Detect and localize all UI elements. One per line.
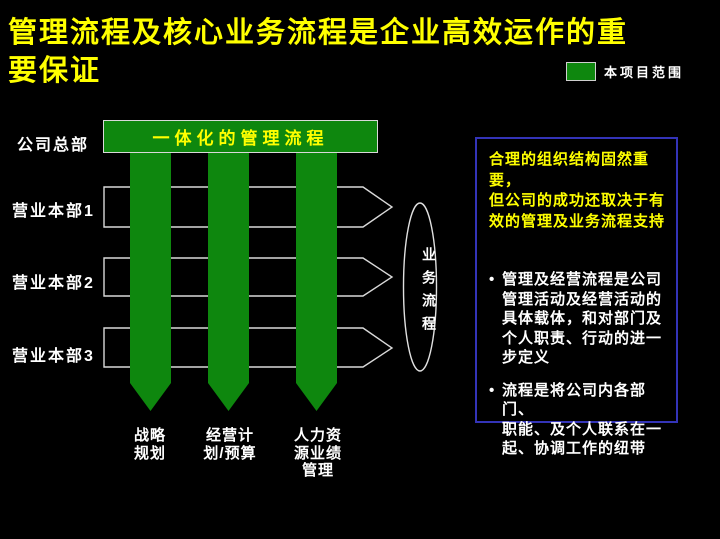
row-label-headquarters: 公司总部 [17, 137, 90, 154]
slide-title: 管理流程及核心业务流程是企业高效运作的重 要保证 [8, 17, 629, 87]
bullet-icon: • [489, 271, 495, 288]
note-box-headline: 合理的组织结构固然重要， 但公司的成功还取决于有 效的管理及业务流程支持 [489, 151, 666, 230]
row-label-division-2: 营业本部2 [12, 275, 95, 292]
note-box-bullet-list: • 管理及经营流程是公司 管理活动及经营活动的 具体载体，和对部门及 个人职责、… [489, 270, 668, 459]
business-process-label: 业务流程 [421, 247, 437, 339]
bullet-text: 管理及经营流程是公司 管理活动及经营活动的 具体载体，和对部门及 个人职责、行动… [502, 271, 663, 366]
business-process-ellipse [402, 202, 438, 372]
strategic-planning-arrow [130, 150, 171, 411]
hr-performance-arrow [296, 150, 337, 411]
business-plan-budget-arrow [208, 150, 249, 411]
column-label-strategic-planning: 战略 规划 [133, 427, 166, 462]
bullet-text: 流程是将公司内各部门、 职能、及个人联系在一 起、协调工作的纽带 [502, 381, 663, 458]
column-label-hr-performance: 人力资 源业绩 管理 [293, 427, 342, 479]
bullet-icon: • [489, 381, 495, 399]
list-item: • 管理及经营流程是公司 管理活动及经营活动的 具体载体，和对部门及 个人职责、… [489, 270, 668, 368]
integrated-management-bar: 一体化的管理流程 [103, 120, 378, 153]
note-box: 合理的组织结构固然重要， 但公司的成功还取决于有 效的管理及业务流程支持 • 管… [475, 137, 678, 457]
legend-project-scope: 本项目范围 [566, 62, 684, 81]
legend-green-swatch-icon [566, 62, 596, 81]
list-item: • 流程是将公司内各部门、 职能、及个人联系在一 起、协调工作的纽带 [489, 381, 668, 459]
row-label-division-1: 营业本部1 [12, 203, 95, 220]
legend-label: 本项目范围 [604, 65, 685, 80]
column-label-business-plan-budget: 经营计 划/预算 [203, 427, 257, 462]
row-label-division-3: 营业本部3 [12, 348, 95, 365]
